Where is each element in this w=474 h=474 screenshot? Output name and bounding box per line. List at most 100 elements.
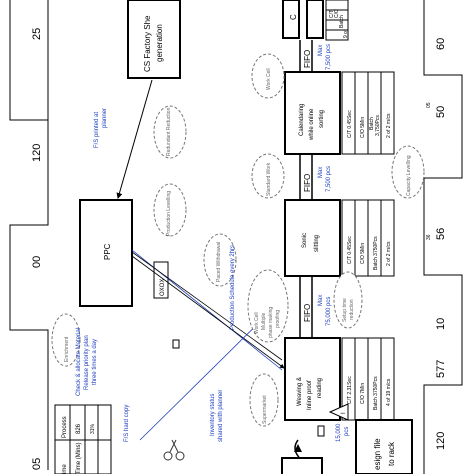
small-square <box>172 339 180 349</box>
scissors-icon <box>163 439 185 461</box>
timeline-value-2: 120 <box>31 144 43 162</box>
partial-box-1: C <box>289 14 298 20</box>
fifo-3-qty: 75,000 pcs <box>326 297 332 326</box>
kaizen-standard-work: Standard Work <box>266 162 272 196</box>
timeline-bottom: 60 05 50 36 56 10 577 120 <box>423 0 463 474</box>
fifo-3-max: Max <box>318 295 324 306</box>
table-row1-label: Time (Mins) <box>76 443 82 474</box>
kaizen-proofing: proofing <box>275 310 281 328</box>
data-box-weaving: C/T 2.31Sec C/O 7Min Batch 3750Pcs 4 of … <box>341 337 395 421</box>
note-fs-printed: F/S printed at <box>94 112 100 148</box>
sonic-co: C/O 5Min <box>360 243 366 264</box>
fifo-3-label: FIFO <box>303 304 312 322</box>
inventory-triangle: I 15,000 pcs <box>328 403 350 442</box>
cs-factory-box: CS Factory She generation <box>127 0 181 79</box>
timeline-bottom-value-5: 56 <box>435 228 447 240</box>
weaving-line-2: Inline proof <box>307 380 313 410</box>
note-release-priority: Release priority plan <box>84 335 90 390</box>
inventory-unit: pcs <box>344 427 350 436</box>
kaizen-supermarket: Supermarket <box>262 395 268 424</box>
partial-ct: C/T <box>329 10 335 18</box>
factory-label-1: CS Factory She <box>143 15 152 72</box>
annotations: F/S printed at planner Production Schedu… <box>76 108 236 442</box>
weaving-shifts: 4 of 19 m/cs <box>386 378 392 406</box>
ppc-box: PPC <box>79 199 133 307</box>
timeline-bottom-value-7: 577 <box>435 360 447 378</box>
factory-to-ppc-arrow <box>116 79 153 199</box>
timeline-bottom-value-1: 60 <box>435 38 447 50</box>
kaizen-cloud-redundant: Redundant Reduction <box>153 105 187 159</box>
fifo-1-qty: 7,500 pcs <box>326 44 332 70</box>
factory-label-2: generation <box>155 24 164 62</box>
sonic-batch: Batch 3750Pcs <box>373 236 379 270</box>
kaizen-setup: Setup time <box>342 298 348 322</box>
calendaring-batch: Batch <box>369 117 375 130</box>
fifo-lane-2: FIFO Max 7,500 pcs <box>299 154 332 200</box>
kaizen-production-levelling: Production Levelling <box>166 191 172 236</box>
data-box-calendaring: C/T 0.45Sec C/O 5Min Batch 3,750Pcs 2 of… <box>341 71 395 155</box>
calendaring-line-1: Calendaring <box>299 104 305 136</box>
table-row2-value: 31% <box>90 423 96 434</box>
note-inventory-status: Inventory status <box>210 394 216 436</box>
note-shared-planner: shared with planner <box>218 390 224 442</box>
kaizen-cloud-paced: Paced Withdrawal <box>203 233 237 287</box>
note-check-allocate: Check & allocate Material <box>76 328 82 396</box>
timeline-bottom-value-8: 120 <box>435 432 447 450</box>
kaizen-work-cell: Work Cell <box>266 68 272 90</box>
kaizen-work-cell-2: Work Cell <box>254 312 260 334</box>
table-header-2: Process <box>62 416 68 438</box>
timeline-bottom-value-2: 05 <box>426 102 432 108</box>
kaizen-cloud-standard-work: Standard Work <box>251 153 285 199</box>
data-box-sonic: C/T 0.45Sec C/O 5Min Batch 3750Pcs 2 of … <box>341 199 395 277</box>
calendaring-co: C/O 5Min <box>360 117 366 138</box>
fifo-1-max: Max <box>318 45 324 56</box>
sonic-shifts: 2 of 2 m/cs <box>386 241 392 266</box>
timeline-bottom-value-6: 10 <box>435 318 447 330</box>
timeline-top: 25 120 00 05 <box>9 0 49 470</box>
process-sonic-slitting: Sonic slitting <box>284 199 341 277</box>
timeline-bottom-value-3: 50 <box>435 106 447 118</box>
bottom-partial-box <box>281 457 323 474</box>
kaizen-cloud-setup: Setup time reduction <box>333 271 363 329</box>
kaizen-reduction: reduction <box>349 299 355 320</box>
sonic-line-1: Sonic <box>302 233 308 248</box>
ppc-schedule-line-2 <box>131 251 283 361</box>
oxox-label: OXOX <box>160 279 166 296</box>
timeline-value-4: 05 <box>31 458 43 470</box>
kaizen-paced: Paced Withdrawal <box>216 242 222 282</box>
summary-table: ime Process Time (Mins) 826 31% <box>54 404 112 474</box>
process-weaving: Weaving & Inline proof reading <box>284 337 341 421</box>
kaizen-cloud-supermarket: Supermarket <box>249 373 279 427</box>
timeline-value-3: 00 <box>31 256 43 268</box>
kaizen-phase-making: phase making <box>268 307 274 338</box>
kaizen-enrichment: Enrichment <box>64 336 70 362</box>
weaving-line-3: reading <box>317 378 323 398</box>
design-line-2: to rack <box>387 441 396 466</box>
table-row1-value: 826 <box>76 423 82 434</box>
partial-row4: 9 of <box>343 29 349 38</box>
kaizen-redundant: Redundant Reduction <box>166 107 172 156</box>
fifo-2-qty: 7,500 pcs <box>326 166 332 192</box>
calendaring-line-2: while online <box>309 108 315 141</box>
sonic-ct: C/T 0.45Sec <box>347 236 353 264</box>
weaving-batch: Batch 3750Pcs <box>373 376 379 410</box>
note-three-times: three times a day <box>92 339 98 385</box>
partial-batch: Batch <box>339 15 345 28</box>
kaizen-cloud-enrichment: Enrichment <box>51 313 81 367</box>
calendaring-batch-qty: 3,750Pcs <box>375 115 381 136</box>
kaizen-cloud-capacity: Capacity Levelling <box>391 145 425 199</box>
weaving-line-1: Weaving & <box>297 377 303 406</box>
design-file-box: esign file to rack <box>355 419 413 474</box>
fifo-2-max: Max <box>318 167 324 178</box>
fifo-lane-3: FIFO Max 75,000 pcs <box>299 276 332 338</box>
kaizen-cloud-work-cell: Work Cell <box>251 53 285 99</box>
calendaring-shifts: 2 of 2 m/cs <box>386 113 392 138</box>
weaving-ct: C/T 2.31Sec <box>347 376 353 404</box>
oxox-box: OXOX <box>153 261 169 299</box>
ppc-label: PPC <box>103 243 112 260</box>
ppc-to-weaving-arrow <box>131 255 285 369</box>
timeline-bottom-value-4: 36 <box>426 234 432 240</box>
inventory-qty: 15,000 <box>336 423 342 442</box>
sonic-line-2: slitting <box>314 235 320 252</box>
